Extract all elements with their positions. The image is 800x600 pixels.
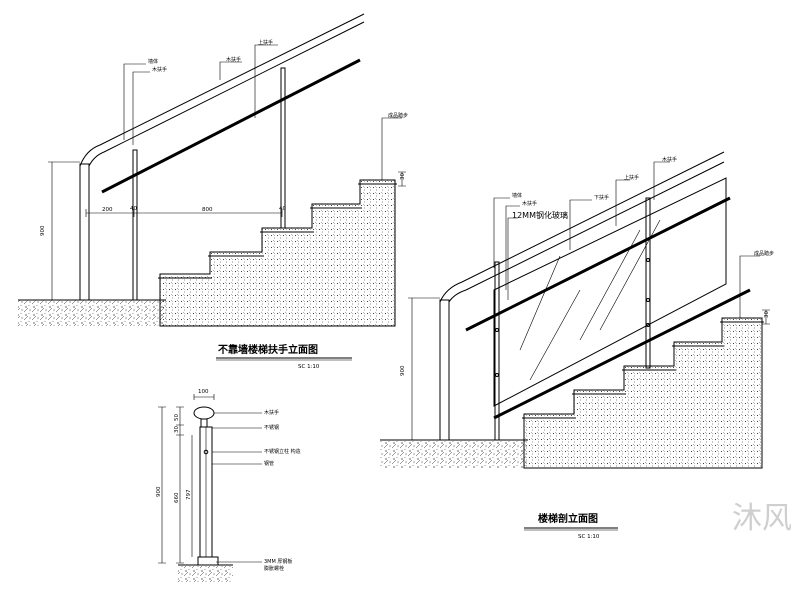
view1-dim-step-text: 30 xyxy=(400,173,406,180)
view1-post-1 xyxy=(132,149,138,301)
view2-post-2-bolt-1 xyxy=(646,258,650,262)
view1-top-handrail xyxy=(79,13,365,167)
view1-dim-3: 40 xyxy=(130,206,137,212)
view3-ground xyxy=(178,566,233,582)
view3-dim-h2: 30 xyxy=(174,426,180,433)
view3-dim-top xyxy=(193,394,215,400)
view2-post-1-bolt-1 xyxy=(495,328,499,332)
view2-glass-panel xyxy=(493,177,727,407)
view2-label-a: 墙体 xyxy=(512,192,522,199)
view2-leader-e xyxy=(615,179,630,226)
view3-dim-total: 900 xyxy=(156,486,162,497)
view3-dim-top-text: 100 xyxy=(198,389,209,395)
view1-mid-rail xyxy=(101,58,361,194)
view1-dim-1: 200 xyxy=(102,207,113,213)
view2-glass-reflection xyxy=(519,219,661,381)
view1-dim-height-line xyxy=(48,161,80,301)
view2-post-1-bolt-2 xyxy=(495,373,499,377)
view2-scale: SC 1:10 xyxy=(578,534,600,540)
view1-label-c: 上扶手 xyxy=(258,39,273,46)
view2-upper-rail xyxy=(465,196,731,332)
view1-dim-2: 800 xyxy=(202,207,213,213)
view3-label-e: 3MM 厚钢板 xyxy=(264,558,292,565)
view3-dim-sub: 660 xyxy=(174,492,180,503)
view3-label-d: 钢管 xyxy=(264,460,274,467)
view2-dim-step-text: 30 xyxy=(764,311,770,318)
view2-step-nosing xyxy=(522,321,764,419)
view1-label-d: 成品踏步 xyxy=(388,112,408,119)
view2-dim-step xyxy=(762,309,770,325)
view1-leader-e xyxy=(381,117,402,180)
view1-dim-step xyxy=(398,171,406,187)
view1-scale: SC 1:10 xyxy=(298,364,320,370)
view2-label-g: 成品踏步 xyxy=(754,250,774,257)
view1-title: 不靠墙楼梯扶手立面图 xyxy=(218,343,318,356)
view2-post-2-bolt-2 xyxy=(646,298,650,302)
view3-dim-inner: 797 xyxy=(186,489,192,500)
view2-stair-body xyxy=(523,317,763,469)
view1-top-handrail-lower xyxy=(88,21,365,167)
view3-post-detail: 木扶手 不锈钢 不锈钢立柱 构造 钢管 3MM 厚钢板 膨胀螺栓 100 900… xyxy=(156,389,301,582)
view2-post-1 xyxy=(494,261,500,441)
view3-leaders xyxy=(212,412,262,563)
view2-label-e: 上扶手 xyxy=(624,174,639,181)
view1-ground xyxy=(18,300,166,326)
view2-leader-b xyxy=(505,205,520,290)
view3-dim-h1: 50 xyxy=(174,414,180,421)
view3-dim-left xyxy=(158,406,193,564)
view1-leader-d xyxy=(254,44,278,118)
view1-dim-height: 900 xyxy=(40,225,46,236)
view2-dim-height: 900 xyxy=(400,365,406,376)
view2-post-2 xyxy=(645,197,651,369)
view3-label-a: 木扶手 xyxy=(264,409,279,416)
view1-label-b2: 木扶手 xyxy=(226,56,241,63)
view2-label-f: 木扶手 xyxy=(662,156,677,163)
view2-newel-post xyxy=(439,299,450,441)
view2-top-handrail xyxy=(439,151,725,303)
view2-section: 墙体 木扶手 12MM钢化玻璃 下扶手 上扶手 木扶手 成品踏步 900 30 … xyxy=(380,151,774,540)
view2-lower-rail xyxy=(493,288,751,420)
view1-label-b: 木扶手 xyxy=(152,66,167,73)
view3-label-f: 膨胀螺栓 xyxy=(264,565,284,572)
view2-dim-height-line xyxy=(408,297,440,441)
view2-leader-a xyxy=(493,197,510,268)
view1-leader-b xyxy=(132,71,150,145)
view2-leader-c xyxy=(507,217,518,300)
view1-post-2 xyxy=(280,67,286,229)
view2-label-b: 木扶手 xyxy=(522,200,537,207)
view1-dim-4: 40 xyxy=(279,206,286,212)
view3-label-c: 不锈钢立柱 构造 xyxy=(264,448,301,455)
view2-top-handrail-lower xyxy=(448,161,725,303)
view3-bracket xyxy=(200,418,208,428)
view1-newel-post xyxy=(79,163,90,301)
view3-base-plate xyxy=(197,556,219,566)
view2-ground xyxy=(380,440,528,468)
view3-handrail-section xyxy=(193,406,215,420)
view2-leader-f xyxy=(653,161,670,200)
view2-leader-g xyxy=(739,255,760,318)
view3-bolt xyxy=(203,449,209,455)
view2-title: 楼梯剖立面图 xyxy=(538,512,598,525)
view1-stair-body xyxy=(159,179,396,327)
view2-label-d: 下扶手 xyxy=(594,194,609,201)
view2-leader-d xyxy=(569,199,592,250)
view2-label-c: 12MM钢化玻璃 xyxy=(512,210,568,220)
view1-elevation: 墙体 木扶手 木扶手 上扶手 成品踏步 900 200 800 40 40 30… xyxy=(18,13,408,370)
view2-post-2-bolt-3 xyxy=(646,323,650,327)
view1-leader-c xyxy=(219,61,242,80)
view1-dim-horizontal xyxy=(85,209,283,217)
view1-leader-a xyxy=(123,63,146,140)
view1-label-a: 墙体 xyxy=(148,58,158,65)
view3-label-b: 不锈钢 xyxy=(264,424,279,431)
watermark: 沐风 xyxy=(732,501,792,536)
view1-step-nosing xyxy=(158,183,397,279)
